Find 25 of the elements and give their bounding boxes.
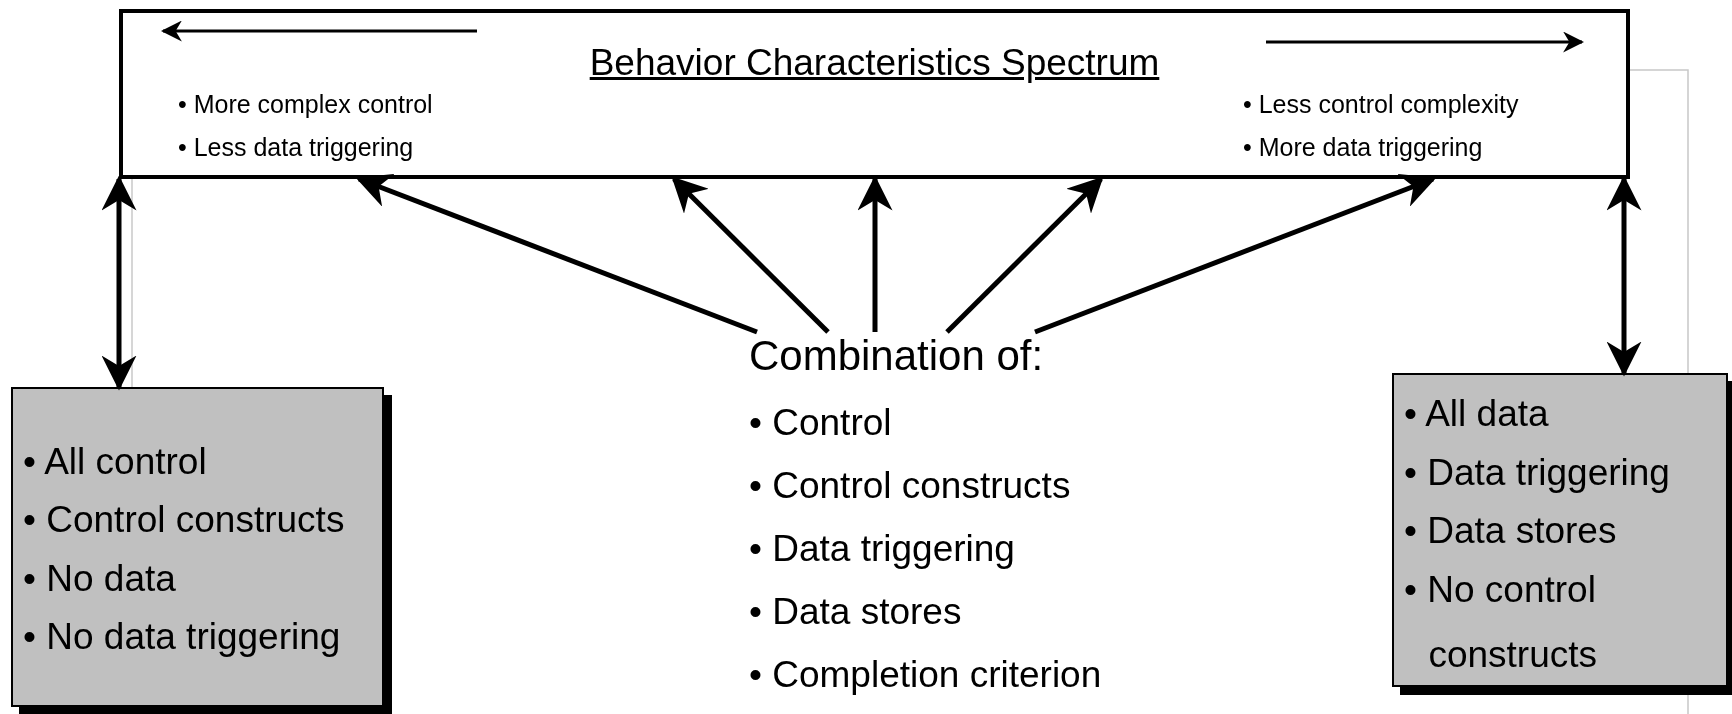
spectrum-box xyxy=(119,9,1630,179)
bullet-item: • Control constructs xyxy=(23,499,345,541)
arrow xyxy=(101,175,137,391)
bullet-item: • No data triggering xyxy=(23,616,341,658)
bullet-item: • Data triggering xyxy=(749,528,1015,570)
bullet-item: • Less control complexity xyxy=(1243,90,1519,119)
title: Behavior Characteristics Spectrum xyxy=(589,42,1160,84)
heading: Combination of: xyxy=(749,332,1044,380)
bullet-item: • Data stores xyxy=(749,591,962,633)
bullet-item: • Data triggering xyxy=(1404,452,1670,494)
bullet-item: • Less data triggering xyxy=(178,133,414,162)
arrow xyxy=(355,173,758,335)
bullet-item: • Data stores xyxy=(1404,510,1617,552)
arrow xyxy=(945,176,1104,334)
bullet-item: • More complex control xyxy=(178,90,433,119)
bullet-item: • No control constructs xyxy=(1404,567,1599,677)
bullet-item: • All control xyxy=(23,441,207,483)
bullet-item: • No data xyxy=(23,558,176,600)
arrow xyxy=(1034,173,1437,335)
bullet-item: • Control constructs xyxy=(749,465,1071,507)
bullet-item: • Completion criterion xyxy=(749,654,1102,696)
arrow xyxy=(671,176,830,334)
bullet-item: • Control xyxy=(749,402,892,444)
bullet-item: • All data xyxy=(1404,393,1549,435)
bullet-item: • More data triggering xyxy=(1243,133,1483,162)
